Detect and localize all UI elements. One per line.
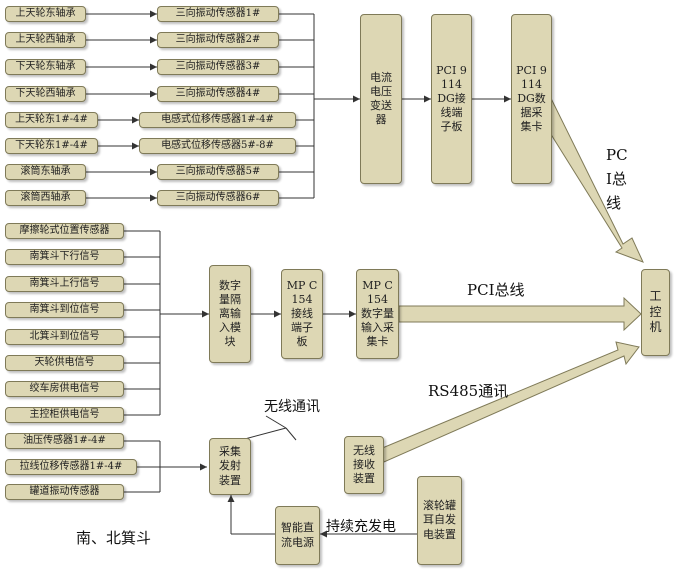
wireless-receive-device: 无线接收装置: [344, 436, 384, 494]
sensor-box: 上天轮东1#-4#: [5, 112, 98, 128]
sensor-box: 下天轮东1#-4#: [5, 138, 98, 154]
smart-dc-power: 智能直流电源: [275, 506, 320, 565]
displacement-sensor-box: 电感式位移传感器5#-8#: [139, 138, 296, 154]
displacement-sensor-box: 电感式位移传感器1#-4#: [139, 112, 296, 128]
signal-box: 南箕斗上行信号: [5, 276, 124, 292]
current-voltage-transmitter: 电流电压变送器: [360, 14, 402, 184]
sensor-box: 上天轮西轴承: [5, 32, 86, 48]
signal-box: 主控柜供电信号: [5, 407, 124, 423]
sensor-box: 滚筒西轴承: [5, 190, 86, 206]
signal-box: 南箕斗到位信号: [5, 302, 124, 318]
bottom-sensor-box: 拉线位移传感器1#-4#: [5, 459, 137, 475]
digital-isolation-input-module: 数字量隔离输入模块: [209, 265, 251, 363]
vibration-sensor-box: 三向振动传感器2#: [157, 32, 279, 48]
pci-bus-label-top: PCI总线: [606, 146, 628, 212]
signal-box: 绞车房供电信号: [5, 381, 124, 397]
mpc154-daq-card: MP C154 数字量输入采集卡: [356, 269, 399, 359]
wireless-label: 无线通讯: [264, 399, 320, 415]
vibration-sensor-box: 三向振动传感器5#: [157, 164, 279, 180]
rs485-label: RS485通讯: [428, 382, 509, 400]
pci9114-daq-card: PCI 9114 DG数据采集卡: [511, 14, 552, 184]
acquisition-transmit-device: 采集发射装置: [209, 438, 251, 495]
sensor-box: 上天轮东轴承: [5, 6, 86, 22]
signal-box: 摩擦轮式位置传感器: [5, 223, 124, 239]
sensor-box: 滚筒东轴承: [5, 164, 86, 180]
vibration-sensor-box: 三向振动传感器6#: [157, 190, 279, 206]
pci9114-terminal-board: PCI 9114 DG接线端子板: [431, 14, 472, 184]
bottom-sensor-box: 油压传感器1#-4#: [5, 433, 124, 449]
skips-label: 南、北箕斗: [76, 529, 152, 547]
vibration-sensor-box: 三向振动传感器3#: [157, 59, 279, 75]
vibration-sensor-box: 三向振动传感器1#: [157, 6, 279, 22]
signal-box: 南箕斗下行信号: [5, 249, 124, 265]
mpc154-terminal-board: MP C154 接线端子板: [281, 269, 323, 359]
vibration-sensor-box: 三向振动传感器4#: [157, 86, 279, 102]
pci-bus-label-mid: PCI总线: [467, 281, 525, 299]
charging-label: 持续充发电: [326, 519, 396, 535]
signal-box: 北箕斗到位信号: [5, 329, 124, 345]
self-generating-device: 滚轮罐耳自发电装置: [417, 476, 462, 565]
sensor-box: 下天轮西轴承: [5, 86, 86, 102]
signal-box: 天轮供电信号: [5, 355, 124, 371]
sensor-box: 下天轮东轴承: [5, 59, 86, 75]
industrial-computer: 工控机: [641, 269, 670, 356]
bottom-sensor-box: 罐道振动传感器: [5, 484, 124, 500]
